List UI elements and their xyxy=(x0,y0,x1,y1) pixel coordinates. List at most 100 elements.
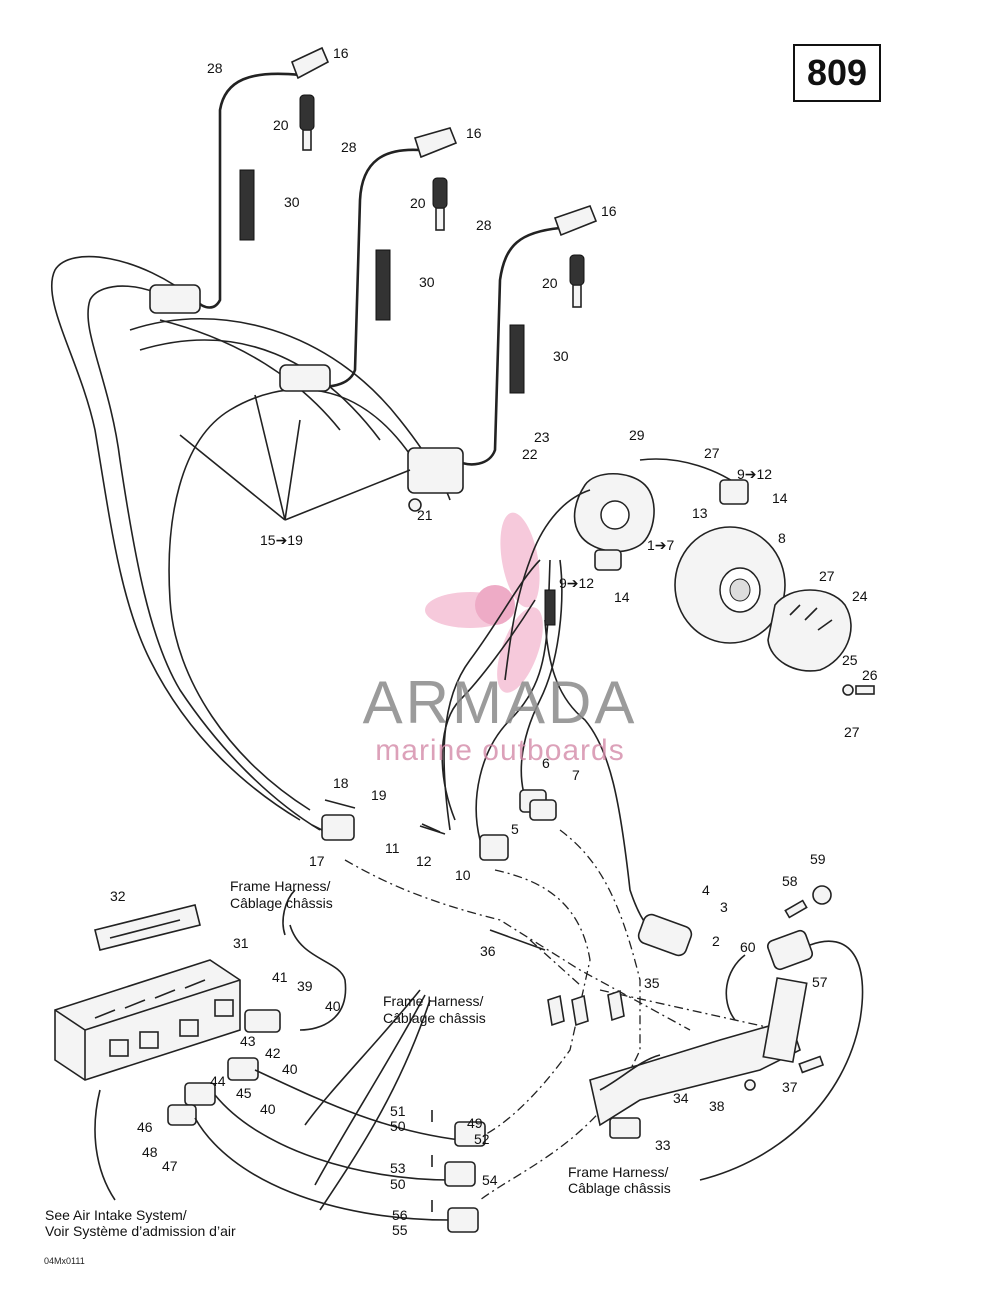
callout-34: 34 xyxy=(673,1090,689,1106)
callout-28a: 28 xyxy=(207,60,223,76)
callout-46: 46 xyxy=(137,1119,153,1135)
ignition-cable-assembly xyxy=(194,46,598,466)
callout-25: 25 xyxy=(842,652,858,668)
svg-text:Câblage châssis: Câblage châssis xyxy=(230,895,333,911)
callout-9-12b: 9➔12 xyxy=(559,575,594,591)
main-wiring-harness xyxy=(311,559,693,957)
callout-52: 52 xyxy=(474,1131,490,1147)
callout-28c: 28 xyxy=(476,217,492,233)
svg-text:Câblage châssis: Câblage châssis xyxy=(383,1010,486,1026)
svg-text:Voir Système d’admission d’air: Voir Système d’admission d’air xyxy=(45,1223,236,1239)
callout-33: 33 xyxy=(655,1137,671,1153)
callout-26: 26 xyxy=(862,667,878,683)
callout-23: 23 xyxy=(534,429,550,445)
callout-22: 22 xyxy=(522,446,538,462)
watermark-name: ARMADA xyxy=(362,669,638,736)
callout-14b: 14 xyxy=(614,589,630,605)
callout-48: 48 xyxy=(142,1144,158,1160)
callout-5: 5 xyxy=(511,821,519,837)
callout-36: 36 xyxy=(480,943,496,959)
callout-16a: 16 xyxy=(333,45,349,61)
watermark-tagline: marine outboards xyxy=(375,734,625,767)
ecu-harness-connectors xyxy=(94,889,486,1233)
frame-harness-note-3: Frame Harness/ Câblage châssis xyxy=(568,1164,671,1196)
svg-text:Frame Harness/: Frame Harness/ xyxy=(568,1164,668,1180)
callout-19: 19 xyxy=(371,787,387,803)
callout-27c: 27 xyxy=(844,724,860,740)
callout-8: 8 xyxy=(778,530,786,546)
frame-harness-note-2: Frame Harness/ Câblage châssis xyxy=(383,993,486,1026)
callout-18: 18 xyxy=(333,775,349,791)
callout-38: 38 xyxy=(709,1098,725,1114)
callout-49: 49 xyxy=(467,1115,483,1131)
callout-31: 31 xyxy=(233,935,249,951)
callout-57: 57 xyxy=(812,974,828,990)
callout-30c: 30 xyxy=(553,348,569,364)
callout-50a: 50 xyxy=(390,1118,406,1134)
callout-2: 2 xyxy=(712,933,720,949)
ecu-module xyxy=(54,904,241,1081)
callout-43: 43 xyxy=(240,1033,256,1049)
callout-40b: 40 xyxy=(282,1061,298,1077)
callout-12: 12 xyxy=(416,853,432,869)
callout-35: 35 xyxy=(644,975,660,991)
callout-14a: 14 xyxy=(772,490,788,506)
callout-42: 42 xyxy=(265,1045,281,1061)
callout-47: 47 xyxy=(162,1158,178,1174)
routing-dashed-lines xyxy=(344,829,781,1201)
callout-10: 10 xyxy=(455,867,471,883)
air-intake-note: See Air Intake System/ Voir Système d’ad… xyxy=(45,1207,236,1239)
callout-39: 39 xyxy=(297,978,313,994)
callout-16c: 16 xyxy=(601,203,617,219)
callout-24: 24 xyxy=(852,588,868,604)
callout-29: 29 xyxy=(629,427,645,443)
callout-6: 6 xyxy=(542,755,550,771)
callout-44: 44 xyxy=(210,1073,226,1089)
svg-text:Câblage châssis: Câblage châssis xyxy=(568,1180,671,1196)
callout-labels: 16 28 20 16 28 20 30 16 28 30 20 30 23 2… xyxy=(110,45,878,1238)
callout-16b: 16 xyxy=(466,125,482,141)
callout-53: 53 xyxy=(390,1160,406,1176)
callout-45: 45 xyxy=(236,1085,252,1101)
callout-27b: 27 xyxy=(819,568,835,584)
callout-59: 59 xyxy=(810,851,826,867)
drawing-code: 04Mx0111 xyxy=(44,1256,85,1266)
callout-50b: 50 xyxy=(390,1176,406,1192)
svg-text:Frame Harness/: Frame Harness/ xyxy=(230,878,330,894)
callout-37: 37 xyxy=(782,1079,798,1095)
callout-20c: 20 xyxy=(542,275,558,291)
callout-30a: 30 xyxy=(284,194,300,210)
callout-56: 56 xyxy=(392,1207,408,1223)
callout-32: 32 xyxy=(110,888,126,904)
callout-51: 51 xyxy=(390,1103,406,1119)
callout-4: 4 xyxy=(702,882,710,898)
callout-58: 58 xyxy=(782,873,798,889)
callout-3: 3 xyxy=(720,899,728,915)
callout-60: 60 xyxy=(740,939,756,955)
callout-17: 17 xyxy=(309,853,325,869)
callout-7: 7 xyxy=(572,767,580,783)
callout-9-12a: 9➔12 xyxy=(737,466,772,482)
callout-21: 21 xyxy=(417,507,433,523)
callout-55: 55 xyxy=(392,1222,408,1238)
callout-54: 54 xyxy=(482,1172,498,1188)
callout-28b: 28 xyxy=(341,139,357,155)
page-number-box: 809 xyxy=(793,44,881,102)
callout-1-7: 1➔7 xyxy=(647,537,675,553)
frame-harness-note-1: Frame Harness/ Câblage châssis xyxy=(230,878,333,911)
ignition-coil-harness xyxy=(50,255,464,831)
svg-text:See Air Intake System/: See Air Intake System/ xyxy=(45,1207,187,1223)
callout-27a: 27 xyxy=(704,445,720,461)
callout-20b: 20 xyxy=(410,195,426,211)
svg-text:Frame Harness/: Frame Harness/ xyxy=(383,993,483,1009)
callout-13: 13 xyxy=(692,505,708,521)
mounting-bracket xyxy=(489,885,864,1181)
callout-11: 11 xyxy=(385,840,400,856)
watermark-propeller-icon xyxy=(425,512,543,693)
callout-41: 41 xyxy=(272,969,288,985)
magneto-stator-assembly xyxy=(504,458,875,696)
callout-40a: 40 xyxy=(325,998,341,1014)
callout-40c: 40 xyxy=(260,1101,276,1117)
